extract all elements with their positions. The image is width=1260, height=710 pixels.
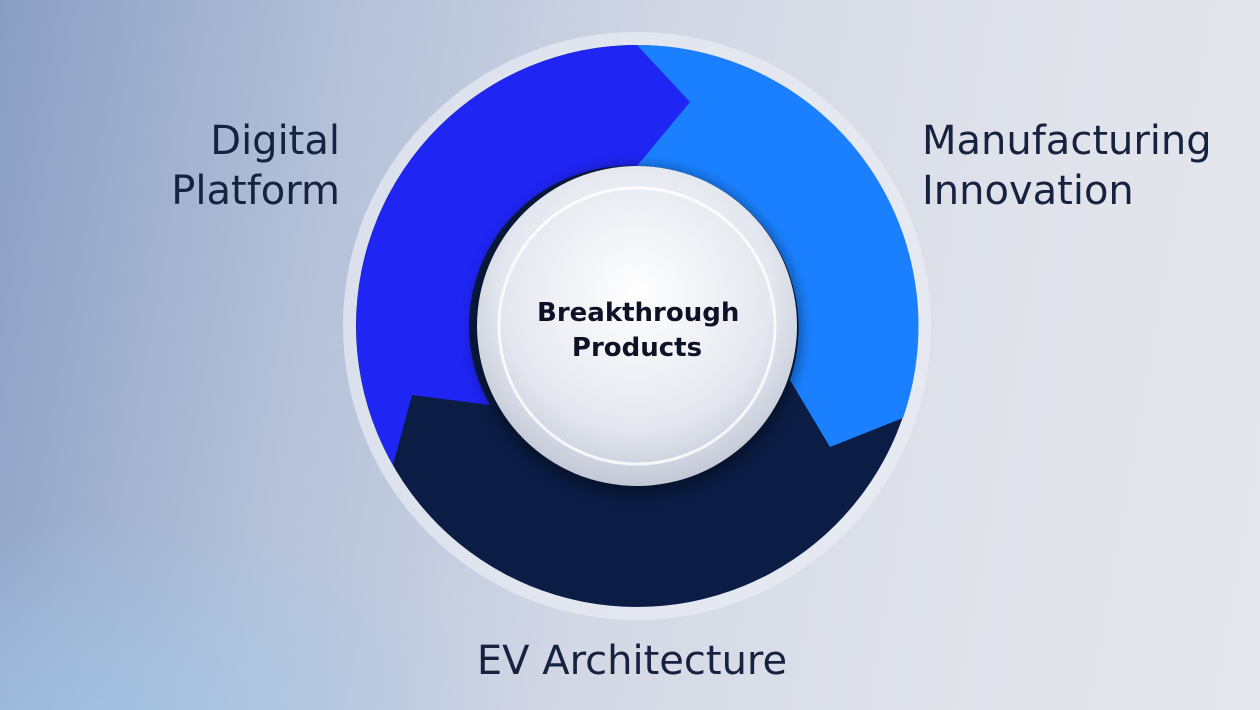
center-label: Breakthrough Products <box>537 298 740 363</box>
label-ev-architecture: EV Architecture <box>476 638 788 684</box>
label-digital-platform: Digital Platform <box>171 118 340 214</box>
segment-digital-platform <box>356 45 690 465</box>
label-manufacturing-innovation: Manufacturing Innovation <box>922 118 1212 214</box>
background-glow <box>0 510 500 710</box>
center-inner-ring <box>497 186 777 466</box>
center-disc <box>477 166 797 486</box>
